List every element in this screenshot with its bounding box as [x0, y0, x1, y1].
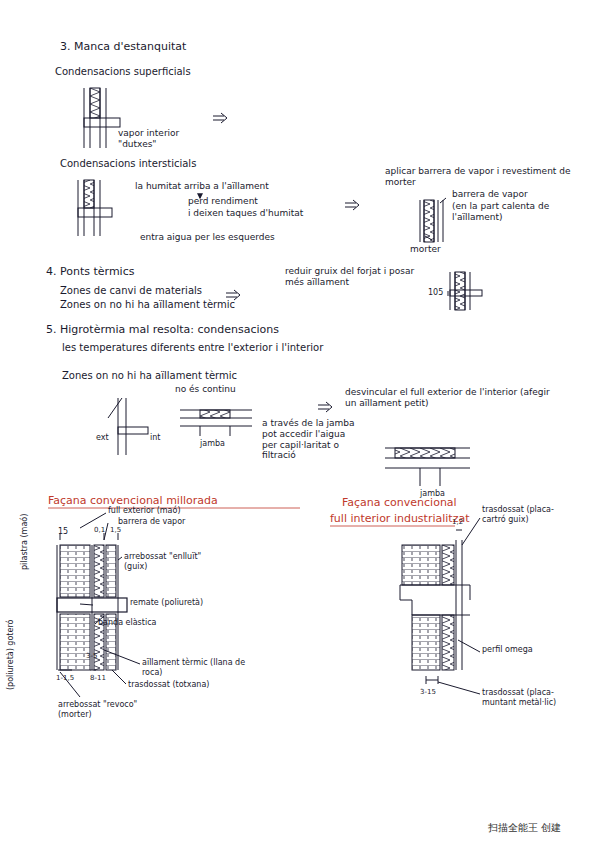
note-text: perd rendiment: [188, 196, 258, 207]
wall-sketch: [448, 272, 482, 310]
note-text: Condensacions intersticials: [60, 158, 196, 170]
note-text: 5. Higrotèrmia mal resolta: condensacion…: [46, 323, 279, 336]
note-text: reduir gruix del forjat i posar més aïll…: [285, 266, 435, 288]
note-text: 3. Manca d'estanquitat: [60, 40, 186, 53]
note-text: int: [150, 433, 160, 443]
wall-sketch: [420, 198, 446, 242]
implies-arrow: [213, 113, 359, 412]
note-text: 3-5: [86, 652, 97, 660]
note-text: 0,1: [94, 526, 105, 534]
note-text: trasdossat (placa-cartró guix): [482, 505, 562, 524]
rotated-label: pilastra (maó): [20, 514, 30, 570]
rotated-label: (poliuretà) goteró: [6, 620, 16, 690]
note-text: full exterior (maó): [108, 506, 181, 516]
note-text: banda elàstica: [98, 618, 156, 628]
note-text: a través de la jamba pot accedir l'aigua…: [262, 418, 362, 461]
note-text: 1-1,5: [56, 674, 74, 682]
note-text: barrera de vapor: [118, 517, 185, 527]
note-text: Façana convencional: [342, 496, 457, 509]
note-text: remate (poliuretà): [130, 598, 203, 608]
jamb-sketch: [385, 448, 470, 486]
note-text: 8-11: [90, 674, 106, 682]
note-text: les temperatures diferents entre l'exter…: [62, 342, 323, 354]
jamb-sketch: [180, 410, 252, 436]
note-text: Zones on no hi ha aïllament tèrmic: [60, 299, 235, 311]
note-text: morter: [410, 244, 441, 255]
note-text: desvincular el full exterior de l'interi…: [345, 387, 560, 409]
note-text: arrebossat "revoco" (morter): [58, 700, 138, 719]
note-text: aïllament tèrmic (llana de roca): [142, 658, 252, 677]
wall-sketch: [108, 398, 148, 455]
note-text: jamba: [200, 439, 225, 449]
note-text: (en la part calenta de l'aïllament): [452, 201, 572, 223]
watermark: 扫描全能王 创建: [488, 822, 561, 834]
note-text: arrebossat "enlluït" (guix): [124, 552, 204, 571]
note-text: perfil omega: [482, 645, 533, 655]
note-text: i deixen taques d'humitat: [188, 208, 303, 219]
note-text: vapor interior "dutxes": [118, 128, 198, 150]
note-text: trasdossat (placa-muntant metàl·lic): [482, 688, 567, 707]
note-text: ext: [96, 433, 109, 443]
note-text: Zones on no hi ha aïllament tèrmic: [62, 370, 237, 382]
facade-section: [330, 518, 480, 694]
note-text: 1,5: [110, 526, 121, 534]
note-text: Zones de canvi de materials: [60, 285, 202, 297]
note-text: 1,2: [452, 518, 463, 526]
note-text: 4. Ponts tèrmics: [46, 265, 134, 278]
note-text: 105: [428, 288, 443, 298]
facade-section: [48, 508, 300, 697]
note-text: 15: [58, 527, 68, 537]
note-text: Façana convencional millorada: [48, 494, 218, 507]
wall-sketch: [84, 88, 120, 148]
note-text: entra aigua per les esquerdes: [140, 232, 275, 243]
note-text: la humitat arriba a l'aïllament: [135, 181, 269, 192]
note-text: Condensacions superficials: [55, 66, 191, 78]
note-text: no és continu: [175, 384, 236, 395]
note-text: full interior industrialitzat: [330, 512, 470, 525]
note-text: trasdossat (totxana): [128, 680, 209, 690]
note-text: aplicar barrera de vapor i revestiment d…: [385, 166, 585, 188]
note-text: barrera de vapor: [452, 189, 528, 200]
note-text: 3-15: [420, 688, 436, 696]
